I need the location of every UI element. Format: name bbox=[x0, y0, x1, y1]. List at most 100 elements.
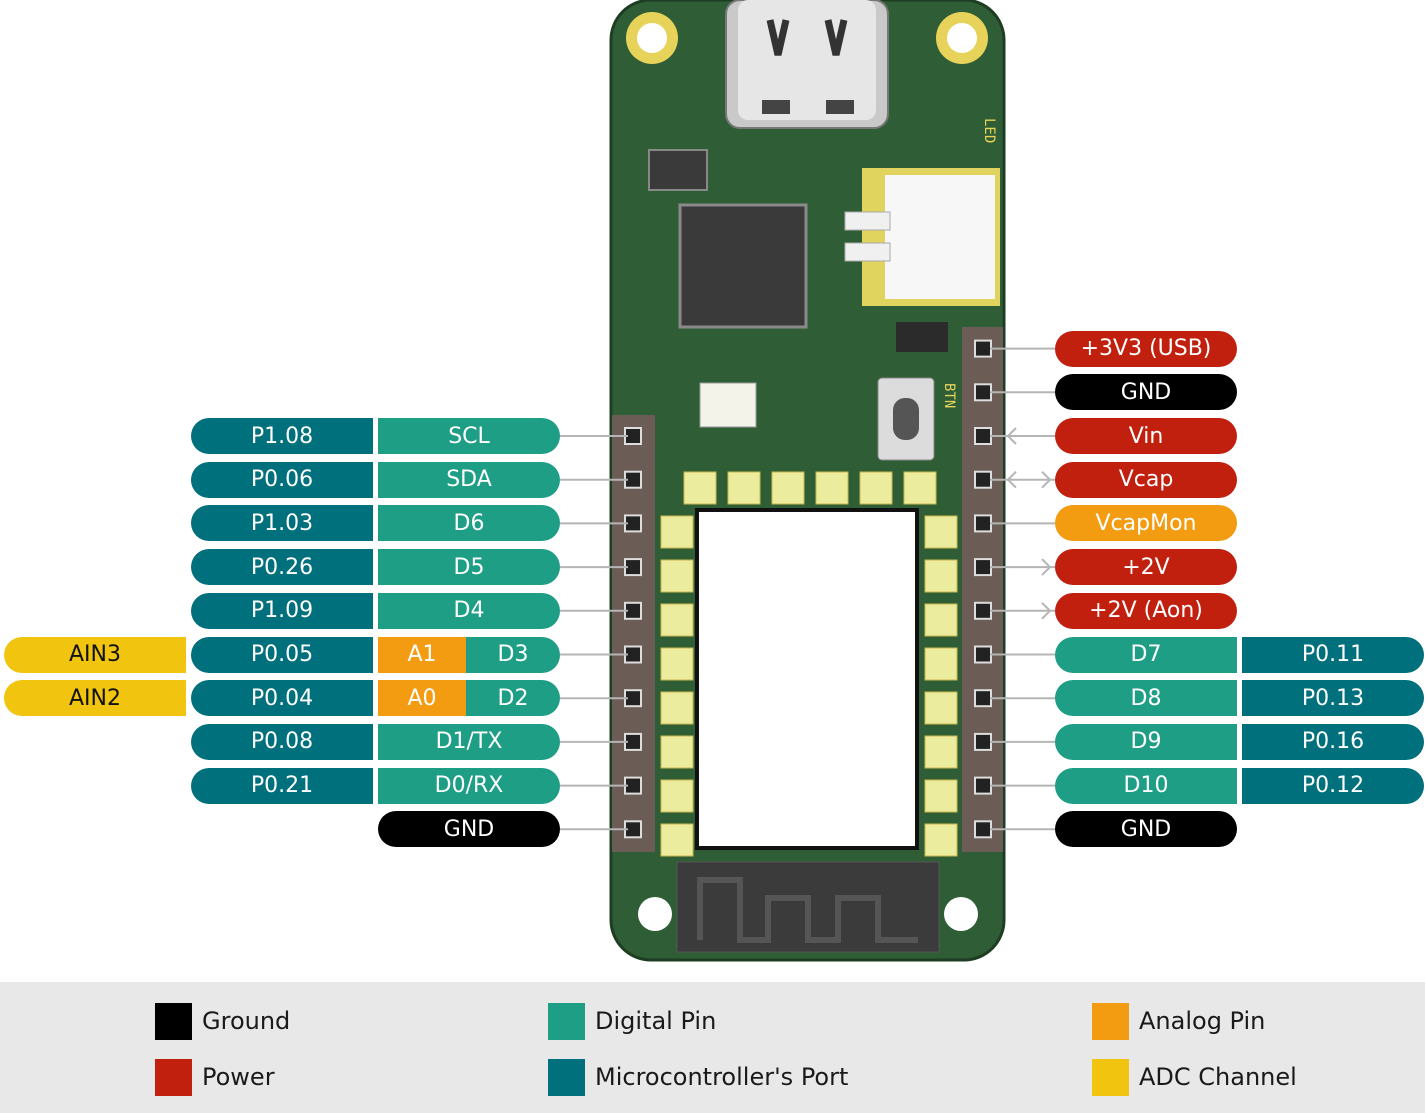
ground-label: GND bbox=[378, 811, 560, 848]
digital-label: D0/RX bbox=[378, 767, 560, 804]
legend-swatch-ground bbox=[155, 1002, 192, 1040]
module-pad bbox=[859, 471, 893, 505]
battery-connector bbox=[844, 168, 1000, 306]
power-label: +3V3 (USB) bbox=[1055, 330, 1237, 367]
digital-label: SDA bbox=[378, 461, 560, 498]
port-label: P0.06 bbox=[191, 461, 373, 498]
mcu-chip bbox=[678, 203, 808, 329]
mounting-hole-br bbox=[944, 897, 978, 931]
module-pad bbox=[924, 559, 958, 593]
digital-label: D9 bbox=[1055, 723, 1237, 760]
port-label: P0.21 bbox=[191, 767, 373, 804]
arrow-in-icon bbox=[1006, 470, 1017, 489]
right-header-pin bbox=[974, 601, 992, 620]
reset-button bbox=[877, 377, 935, 461]
right-header-pin bbox=[974, 689, 992, 708]
port-label: P0.11 bbox=[1242, 636, 1424, 673]
legend-label-analog: Analog Pin bbox=[1139, 1007, 1266, 1035]
adc-label: AIN2 bbox=[4, 680, 186, 717]
right-header-pin bbox=[974, 339, 992, 358]
legend-label-port: Microcontroller's Port bbox=[595, 1063, 849, 1091]
module-pad bbox=[924, 735, 958, 769]
arrow-out-icon bbox=[1041, 558, 1052, 576]
regulator-chip bbox=[896, 322, 948, 352]
digital-label: D6 bbox=[378, 505, 560, 542]
right-header-pin bbox=[974, 645, 992, 664]
ground-label: GND bbox=[1055, 811, 1237, 848]
right-header-pin bbox=[974, 558, 992, 577]
antenna bbox=[676, 861, 940, 953]
mounting-hole-tl-inner bbox=[637, 23, 667, 53]
power-label: Vcap bbox=[1055, 461, 1237, 498]
legend: Ground Digital Pin Analog Pin Power Micr… bbox=[0, 982, 1425, 1113]
module-pad bbox=[660, 735, 694, 769]
module-pad bbox=[924, 603, 958, 637]
port-label: P1.09 bbox=[191, 592, 373, 629]
module-pad bbox=[771, 471, 805, 505]
module-pad bbox=[924, 779, 958, 813]
analog-label: VcapMon bbox=[1055, 505, 1237, 542]
crystal bbox=[699, 382, 757, 428]
arrow-in-icon bbox=[1006, 427, 1017, 445]
port-label: P1.08 bbox=[191, 418, 373, 454]
legend-swatch-power bbox=[155, 1058, 192, 1096]
usb-c-connector bbox=[725, 0, 889, 129]
adc-label: AIN3 bbox=[4, 636, 186, 673]
digital-label: SCL bbox=[378, 418, 560, 454]
port-label: P0.26 bbox=[191, 549, 373, 586]
module-pad bbox=[924, 647, 958, 681]
port-label: P0.16 bbox=[1242, 723, 1424, 760]
arrow-out-icon bbox=[1041, 470, 1052, 489]
right-header-pin bbox=[974, 427, 992, 445]
board-illustration: BTN LED bbox=[560, 0, 1055, 962]
legend-power: Power bbox=[155, 1058, 275, 1096]
module-pad bbox=[924, 823, 958, 857]
right-header-pin bbox=[974, 383, 992, 402]
digital-label: D8 bbox=[1055, 680, 1237, 717]
module-pad bbox=[660, 779, 694, 813]
silk-led-label: LED bbox=[981, 118, 997, 143]
legend-analog: Analog Pin bbox=[1092, 1002, 1265, 1040]
module-pads bbox=[660, 471, 958, 857]
legend-label-ground: Ground bbox=[202, 1007, 291, 1035]
legend-ground: Ground bbox=[155, 1002, 290, 1040]
legend-label-power: Power bbox=[202, 1063, 275, 1091]
right-header-pin bbox=[974, 776, 992, 795]
digital-label: D3 bbox=[466, 636, 560, 673]
module-shield bbox=[695, 508, 919, 850]
port-label: P1.03 bbox=[191, 505, 373, 542]
port-label: P0.05 bbox=[191, 636, 373, 673]
module-pad bbox=[727, 471, 761, 505]
silk-btn-label: BTN bbox=[941, 383, 957, 408]
legend-label-digital: Digital Pin bbox=[595, 1007, 717, 1035]
leader-lines bbox=[560, 347, 1055, 831]
module-pad bbox=[924, 691, 958, 725]
module-pad bbox=[660, 691, 694, 725]
right-header-pin bbox=[974, 820, 992, 839]
legend-swatch-digital bbox=[548, 1002, 585, 1040]
port-label: P0.12 bbox=[1242, 767, 1424, 804]
module-pad bbox=[660, 515, 694, 549]
right-header-pin bbox=[974, 732, 992, 751]
ground-label: GND bbox=[1055, 374, 1237, 411]
module-pad bbox=[903, 471, 937, 505]
module-pad bbox=[660, 603, 694, 637]
port-label: P0.13 bbox=[1242, 680, 1424, 717]
port-label: P0.08 bbox=[191, 723, 373, 760]
module-pad bbox=[815, 471, 849, 505]
digital-label: D7 bbox=[1055, 636, 1237, 673]
arrow-out-icon bbox=[1041, 602, 1052, 620]
legend-port: Microcontroller's Port bbox=[548, 1058, 848, 1096]
legend-swatch-adc bbox=[1092, 1058, 1129, 1096]
module-pad bbox=[660, 559, 694, 593]
digital-label: D1/TX bbox=[378, 723, 560, 760]
power-label: +2V bbox=[1055, 549, 1237, 586]
right-header-pin bbox=[974, 514, 992, 533]
analog-label: A1 bbox=[378, 636, 466, 673]
digital-label: D5 bbox=[378, 549, 560, 586]
mounting-hole-tr-inner bbox=[947, 23, 977, 53]
mounting-hole-bl bbox=[638, 897, 672, 931]
right-header bbox=[962, 327, 1003, 852]
digital-label: D2 bbox=[466, 680, 560, 717]
right-header-pin bbox=[974, 470, 992, 489]
